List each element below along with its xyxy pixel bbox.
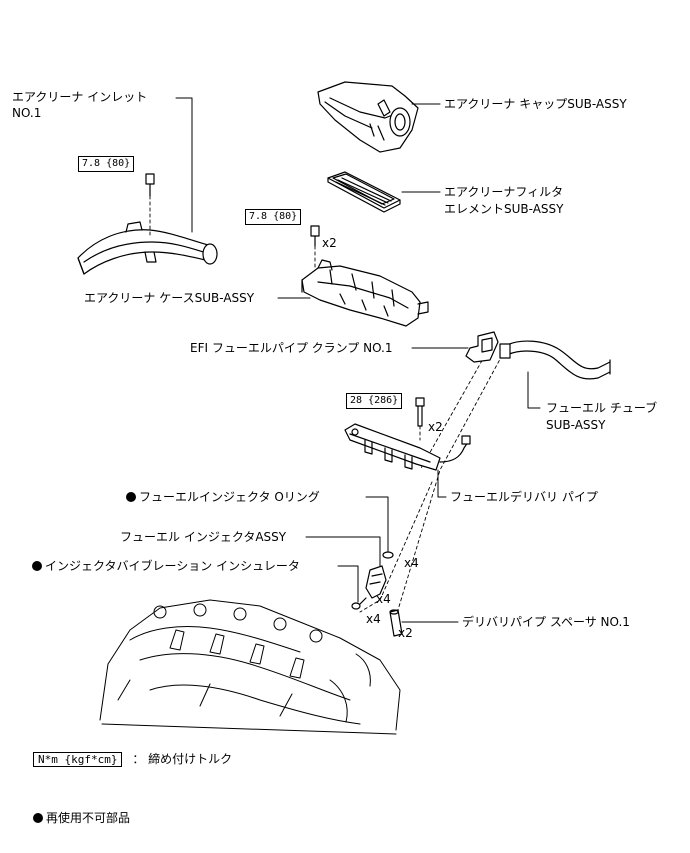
- legend-torque: N*m {kgf*cm} ： 締め付けトルク: [33, 752, 232, 767]
- fuel-delivery-pipe-drawing: [344, 423, 471, 471]
- legend-non-reusable-text: 再使用不可部品: [46, 811, 131, 825]
- air-cleaner-cap-drawing: [317, 81, 419, 153]
- label-fuel-injector-assy: フューエル インジェクタASSY: [120, 530, 287, 544]
- label-air-cleaner-inlet-number: NO.1: [12, 106, 42, 120]
- label-fuel-tube-line2: SUB-ASSY: [546, 418, 606, 432]
- non-reusable-mark: [33, 813, 43, 823]
- label-efi-fuel-pipe-clamp: EFI フューエルパイプ クランプ NO.1: [190, 341, 393, 355]
- torque-delivery-pipe-bolt: 28 {286}: [346, 393, 403, 409]
- non-reusable-mark: [32, 561, 42, 571]
- engine-block-drawing: [99, 599, 401, 735]
- label-fuel-injector-oring-text: フューエルインジェクタ Oリング: [139, 490, 320, 504]
- fuel-pipe-clamp-drawing: [465, 331, 499, 363]
- legend-non-reusable: 再使用不可部品: [33, 811, 130, 826]
- legend-torque-unit-box: N*m {kgf*cm}: [33, 752, 123, 767]
- label-fuel-tube-line1: フューエル チューブ: [546, 401, 658, 415]
- non-reusable-mark: [126, 492, 136, 502]
- label-injector-vibration-insulator: インジェクタバイブレーション インシュレータ: [32, 559, 300, 574]
- qty-injector: x4: [376, 592, 391, 606]
- fuel-tube-drawing: [499, 340, 611, 380]
- qty-spacer: x2: [398, 626, 413, 640]
- label-air-cleaner-cap: エアクリーナ キャップSUB-ASSY: [444, 97, 627, 111]
- torque-inlet-bolt: 7.8 {80}: [78, 156, 135, 172]
- legend-torque-description: ： 締め付けトルク: [132, 752, 233, 766]
- label-air-filter-element-line1: エアクリーナフィルタ: [444, 185, 564, 199]
- alignment-dashed-lines: [149, 195, 506, 621]
- label-air-filter-element-line2: エレメントSUB-ASSY: [444, 202, 564, 216]
- torque-case-bolt: 7.8 {80}: [245, 209, 302, 225]
- air-cleaner-inlet-drawing: [77, 221, 218, 275]
- injector-drawings: [351, 551, 403, 637]
- label-delivery-pipe-spacer: デリバリパイプ スペーサ NO.1: [462, 615, 630, 629]
- air-cleaner-case-drawing: [301, 259, 429, 327]
- qty-delivery-pipe-bolt: x2: [428, 420, 443, 434]
- label-fuel-delivery-pipe: フューエルデリバリ パイプ: [450, 490, 598, 504]
- leader-lines: [175, 97, 541, 623]
- label-air-cleaner-case: エアクリーナ ケースSUB-ASSY: [84, 291, 255, 305]
- label-air-cleaner-inlet: エアクリーナ インレット: [12, 90, 148, 104]
- label-injector-vibration-insulator-text: インジェクタバイブレーション インシュレータ: [45, 559, 300, 573]
- qty-insulator: x4: [366, 612, 381, 626]
- air-filter-element-drawing: [327, 171, 401, 213]
- qty-case-bolt: x2: [322, 236, 337, 250]
- qty-oring: x4: [404, 556, 419, 570]
- label-fuel-injector-oring: フューエルインジェクタ Oリング: [126, 490, 320, 505]
